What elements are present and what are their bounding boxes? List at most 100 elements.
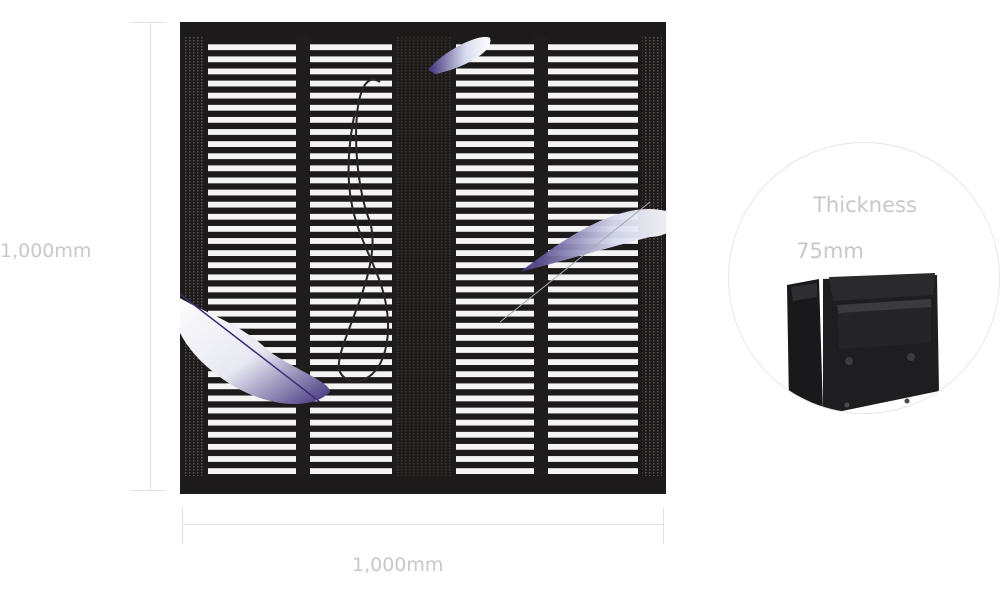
mesh-gap <box>208 225 296 232</box>
mesh-gap <box>310 431 392 438</box>
mesh-gap <box>548 201 638 208</box>
mesh-gap <box>548 347 638 353</box>
width-dimension-line <box>182 524 664 525</box>
feather-right <box>499 201 668 323</box>
mesh-gap <box>310 250 392 256</box>
mesh-gap <box>548 250 638 256</box>
mesh-gap <box>456 201 534 208</box>
mesh-gap <box>456 359 534 365</box>
mesh-gap <box>208 419 296 426</box>
mesh-gap <box>208 298 296 305</box>
mesh-gap <box>208 177 296 184</box>
mesh-gap <box>456 225 534 232</box>
width-dimension-label: 1,000mm <box>352 554 444 576</box>
mesh-gap <box>548 286 638 293</box>
mesh-gap <box>208 238 296 244</box>
mesh-gap <box>456 334 534 341</box>
mesh-gap <box>208 165 296 172</box>
mesh-gap <box>208 153 296 160</box>
mesh-gap <box>548 116 638 123</box>
mesh-gap <box>456 104 534 111</box>
mesh-gap <box>456 238 534 244</box>
mesh-gap <box>456 347 534 353</box>
mesh-gap <box>456 44 534 51</box>
led-mesh-panel-image <box>180 22 668 494</box>
mesh-gap <box>208 456 296 462</box>
mesh-gap <box>548 443 638 450</box>
mesh-gap <box>310 371 392 378</box>
mesh-gap <box>456 322 534 329</box>
mesh-gap <box>310 407 392 414</box>
mesh-gap <box>310 213 392 220</box>
mesh-gap <box>548 395 638 402</box>
mesh-gap <box>208 92 296 99</box>
mesh-gap <box>548 213 638 220</box>
mesh-gap <box>208 68 296 75</box>
mesh-gap <box>310 419 392 426</box>
mesh-gap <box>456 165 534 172</box>
mesh-gap <box>548 334 638 341</box>
thickness-label: Thickness <box>813 193 917 217</box>
mesh-gap <box>456 468 534 474</box>
mesh-gap <box>548 177 638 184</box>
feather-left <box>180 293 330 404</box>
mesh-gap <box>548 44 638 51</box>
mesh-gap <box>456 262 534 269</box>
mesh-gap <box>456 189 534 196</box>
mesh-gap <box>310 286 392 293</box>
mesh-gap <box>456 371 534 378</box>
width-dimension-tick-left <box>182 508 183 544</box>
mesh-gap <box>456 177 534 184</box>
mesh-gap <box>208 322 296 329</box>
mesh-gap <box>548 189 638 196</box>
mesh-gap <box>310 153 392 160</box>
mesh-gap <box>310 92 392 99</box>
mesh-gap <box>548 371 638 378</box>
mesh-gap <box>456 298 534 305</box>
height-dimension-line <box>150 22 151 490</box>
mesh-gap <box>310 298 392 305</box>
mesh-gap <box>208 129 296 135</box>
mesh-gap <box>456 141 534 147</box>
mesh-gap <box>310 225 392 232</box>
mesh-gap <box>456 274 534 281</box>
mesh-gap <box>456 456 534 462</box>
mesh-gap <box>310 177 392 184</box>
mesh-gap <box>456 56 534 63</box>
panel-profile-closeup-image <box>781 271 951 413</box>
thickness-value: 75mm <box>796 239 864 263</box>
mesh-gap <box>310 468 392 474</box>
mesh-gap <box>548 419 638 426</box>
mesh-gap <box>310 165 392 172</box>
mesh-gap <box>456 92 534 99</box>
mesh-gap <box>548 68 638 75</box>
mesh-gap <box>208 56 296 63</box>
mesh-gap <box>208 468 296 474</box>
mesh-gap <box>456 129 534 135</box>
mesh-gap <box>456 250 534 256</box>
mesh-gap <box>548 262 638 269</box>
mesh-gap <box>310 262 392 269</box>
mesh-gap <box>208 104 296 111</box>
mesh-gap <box>456 431 534 438</box>
height-dimension-tick-bottom <box>130 490 166 491</box>
height-dimension-tick-top <box>130 22 166 23</box>
mesh-gap <box>310 359 392 365</box>
mesh-gap <box>456 68 534 75</box>
thickness-detail-callout: Thickness 75mm <box>728 142 1000 414</box>
mesh-gap <box>310 274 392 281</box>
mesh-gap <box>208 431 296 438</box>
mesh-gap <box>310 334 392 341</box>
mesh-gap <box>208 274 296 281</box>
mesh-gap <box>208 213 296 220</box>
mesh-gap <box>208 189 296 196</box>
mesh-gap <box>548 104 638 111</box>
mesh-gap <box>548 56 638 63</box>
mesh-gap <box>456 310 534 317</box>
mesh-gap <box>548 383 638 390</box>
mesh-gap <box>208 80 296 87</box>
mesh-gap <box>456 80 534 87</box>
mesh-gap <box>310 443 392 450</box>
mesh-gap <box>310 383 392 390</box>
mesh-gap <box>548 407 638 414</box>
